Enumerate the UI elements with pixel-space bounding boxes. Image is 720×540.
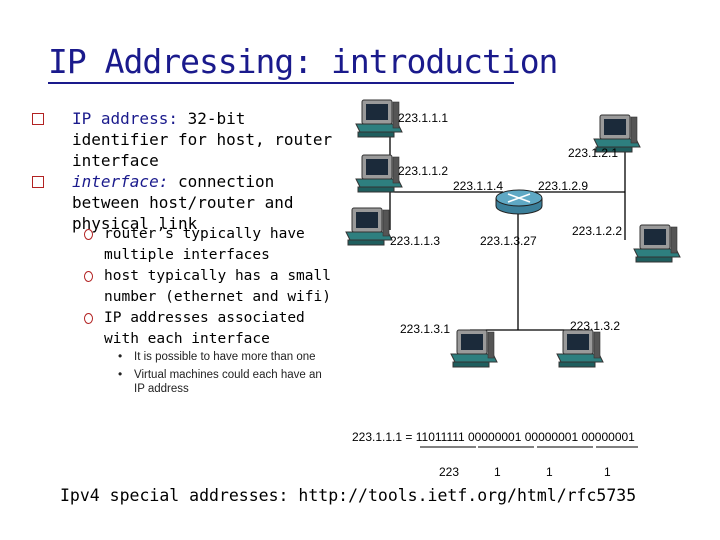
label-223-1-1-1: 223.1.1.1 <box>398 111 448 125</box>
sub-bullet: host typically has a small number (ether… <box>82 266 332 308</box>
binary-decimal-1: 223 <box>439 465 460 479</box>
label-223-1-2-1: 223.1.2.1 <box>568 146 618 160</box>
sub-bullet-text: router’s typically have multiple interfa… <box>104 226 305 263</box>
host-223-1-3-1-icon <box>450 329 498 368</box>
small-bullet-text: Virtual machines could each have an IP a… <box>134 369 322 395</box>
circle-bullet-icon <box>84 229 93 240</box>
footer-note: Ipv4 special addresses: http://tools.iet… <box>60 486 637 505</box>
bullet-lead: IP address: <box>72 109 178 128</box>
label-223-1-2-9: 223.1.2.9 <box>538 179 588 193</box>
dot-bullet-icon: • <box>118 349 123 363</box>
host-223-1-1-1-icon <box>355 99 403 138</box>
small-bullet: • Virtual machines could each have an IP … <box>114 367 324 396</box>
host-223-1-1-2-icon <box>355 154 403 193</box>
label-223-1-1-4: 223.1.1.4 <box>453 179 503 193</box>
host-223-1-3-2-icon <box>556 329 604 368</box>
small-bullets: • It is possible to have more than one • V… <box>114 349 324 400</box>
bullet-text: 32-bit identifier for host, router inter… <box>72 109 333 170</box>
main-bullets: IP address: 32-bit identifier for host, … <box>30 108 340 234</box>
binary-lhs: 223.1.1.1 = <box>352 430 416 444</box>
sub-bullets: router’s typically have multiple interfa… <box>82 224 332 350</box>
host-223-1-1-3-icon <box>345 207 393 246</box>
sub-bullet-text: IP addresses associated with each interf… <box>104 310 305 347</box>
bullet-text: connection between host/router and physi… <box>72 172 294 233</box>
router-icon <box>495 189 543 215</box>
label-223-1-3-27: 223.1.3.27 <box>480 234 537 248</box>
label-223-1-1-2: 223.1.1.2 <box>398 164 448 178</box>
small-bullet-text: It is possible to have more than one <box>134 351 316 363</box>
label-223-1-3-1: 223.1.3.1 <box>400 322 450 336</box>
label-223-1-2-2: 223.1.2.2 <box>572 224 622 238</box>
bullet-ip-address: IP address: 32-bit identifier for host, … <box>30 108 340 171</box>
bullet-lead: interface: <box>72 172 169 191</box>
title-underline <box>48 82 514 84</box>
sub-bullet-text: host typically has a small number (ether… <box>104 268 331 305</box>
checkbox-bullet-icon <box>32 113 44 125</box>
label-223-1-3-2: 223.1.3.2 <box>570 319 620 333</box>
binary-rhs: 11011111 00000001 00000001 00000001 <box>415 430 635 444</box>
small-bullet: • It is possible to have more than one <box>114 349 324 364</box>
binary-decimal-2: 1 <box>494 465 501 479</box>
sub-bullet: router’s typically have multiple interfa… <box>82 224 332 266</box>
binary-representation: 223.1.1.1 = 11011111 00000001 00000001 0… <box>352 430 635 444</box>
bullet-interface: interface: connection between host/route… <box>30 171 340 234</box>
page-title: IP Addressing: introduction <box>48 42 558 81</box>
label-223-1-1-3: 223.1.1.3 <box>390 234 440 248</box>
host-223-1-2-2-icon <box>633 224 681 263</box>
sub-bullet: IP addresses associated with each interf… <box>82 308 332 350</box>
circle-bullet-icon <box>84 313 93 324</box>
binary-decimal-4: 1 <box>604 465 611 479</box>
dot-bullet-icon: • <box>118 367 123 381</box>
binary-decimal-3: 1 <box>546 465 553 479</box>
circle-bullet-icon <box>84 271 93 282</box>
checkbox-bullet-icon <box>32 176 44 188</box>
